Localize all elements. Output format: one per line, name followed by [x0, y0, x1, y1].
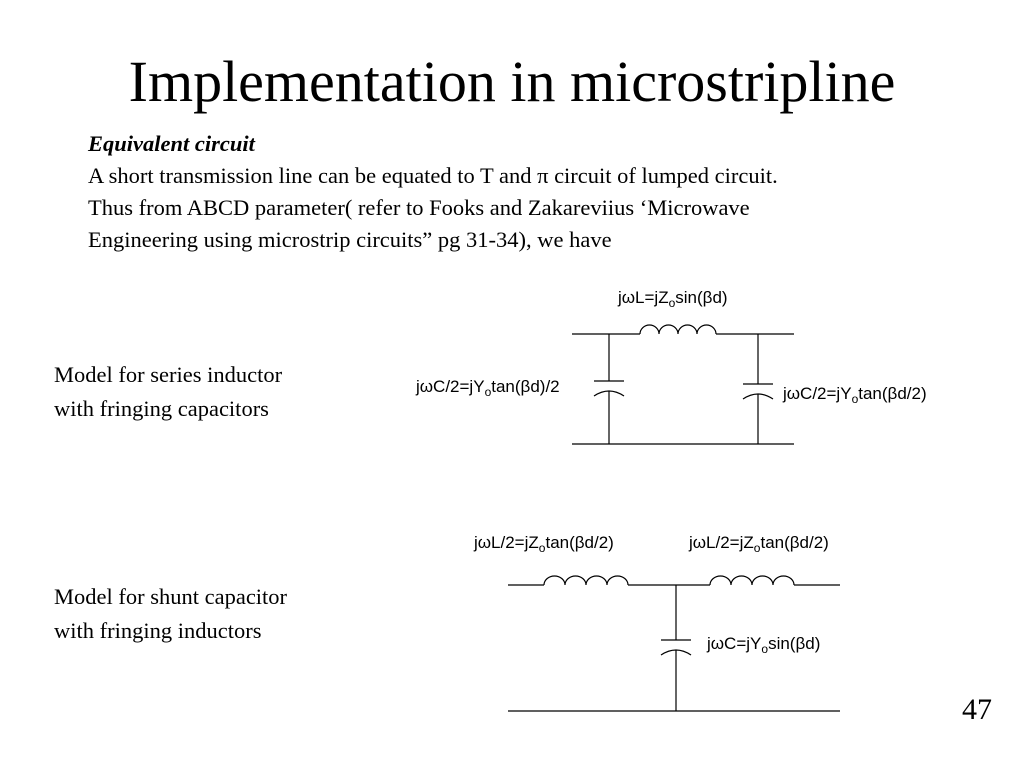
- left-inductor: [543, 575, 629, 586]
- series-model-label-line2: with fringing capacitors: [54, 396, 269, 421]
- slide-title: Implementation in microstripline: [128, 49, 896, 114]
- series-model-circuit: [572, 324, 794, 445]
- series-inductor: [639, 324, 717, 335]
- shunt-cap-label: jωC=jYosin(βd): [707, 634, 821, 656]
- series-model-label: Model for series inductor with fringing …: [54, 358, 282, 426]
- shunt-right-inductor-label: jωL/2=jZotan(βd/2): [689, 533, 829, 555]
- paragraph-line-3: Engineering using microstrip circuits” p…: [88, 227, 612, 252]
- shunt-left-inductor-label: jωL/2=jZotan(βd/2): [474, 533, 614, 555]
- subheading: Equivalent circuit: [88, 131, 255, 156]
- page-number: 47: [962, 693, 992, 726]
- shunt-model-label-line1: Model for shunt capacitor: [54, 584, 288, 609]
- series-left-cap-label: jωC/2=jYotan(βd)/2: [416, 377, 560, 399]
- shunt-model-label: Model for shunt capacitor with fringing …: [54, 580, 287, 648]
- series-model-label-line1: Model for series inductor: [54, 362, 283, 387]
- series-inductor-label: jωL=jZosin(βd): [618, 288, 728, 310]
- series-right-cap-label: jωC/2=jYotan(βd/2): [783, 384, 927, 406]
- right-inductor: [709, 575, 795, 586]
- paragraph-line-2: Thus from ABCD parameter( refer to Fooks…: [88, 195, 750, 220]
- shunt-model-circuit: [508, 575, 840, 712]
- shunt-model-label-line2: with fringing inductors: [54, 618, 262, 643]
- paragraph-line-1: A short transmission line can be equated…: [88, 163, 778, 188]
- body-text: Equivalent circuit A short transmission …: [88, 128, 998, 256]
